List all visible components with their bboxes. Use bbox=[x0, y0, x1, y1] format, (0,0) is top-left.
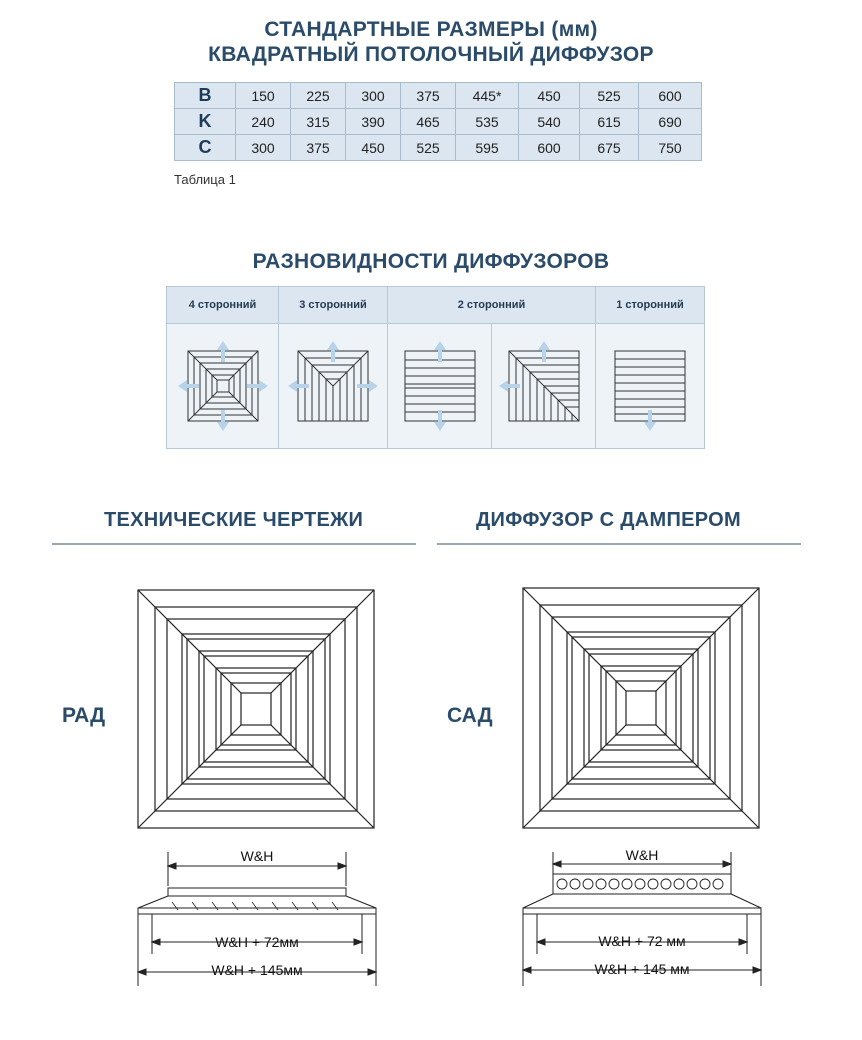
sizes-table: B 150 225 300 375 445* 450 525 600 K 240… bbox=[174, 82, 702, 161]
model-label-sad: САД bbox=[447, 704, 493, 727]
table-cell: 300 bbox=[235, 134, 291, 161]
table-cell: 750 bbox=[638, 134, 702, 161]
table-row: B 150 225 300 375 445* 450 525 600 bbox=[174, 82, 702, 109]
four-way-diffuser-icon bbox=[166, 323, 279, 449]
drawings-divider bbox=[52, 543, 416, 545]
table-cell: 375 bbox=[400, 82, 456, 109]
table-cell: 595 bbox=[455, 134, 519, 161]
types-title: РАЗНОВИДНОСТИ ДИФФУЗОРОВ bbox=[252, 250, 610, 273]
table-cell: 240 bbox=[235, 108, 291, 135]
drawings-title: ТЕХНИЧЕСКИЕ ЧЕРТЕЖИ bbox=[104, 509, 364, 531]
type-header-4: 4 сторонний bbox=[166, 286, 279, 324]
row-label: B bbox=[174, 82, 236, 109]
rad-dim-width: W&H bbox=[240, 848, 274, 864]
table-caption: Таблица 1 bbox=[174, 172, 236, 187]
table-cell: 690 bbox=[638, 108, 702, 135]
one-way-diffuser-icon bbox=[595, 323, 705, 449]
table-cell: 375 bbox=[290, 134, 346, 161]
table-cell: 315 bbox=[290, 108, 346, 135]
table-cell: 525 bbox=[579, 82, 639, 109]
two-way-corner-diffuser-icon bbox=[491, 323, 596, 449]
rad-side-drawing bbox=[136, 852, 378, 986]
type-header-1: 1 сторонний bbox=[595, 286, 705, 324]
row-label: C bbox=[174, 134, 236, 161]
table-cell: 525 bbox=[400, 134, 456, 161]
table-cell: 465 bbox=[400, 108, 456, 135]
three-way-diffuser-icon bbox=[278, 323, 388, 449]
table-cell: 450 bbox=[345, 134, 401, 161]
sad-dim-width-72: W&H + 72 мм bbox=[598, 933, 686, 949]
sad-dim-width-145: W&H + 145 мм bbox=[594, 961, 690, 977]
damper-title: ДИФФУЗОР С ДАМПЕРОМ bbox=[476, 509, 741, 531]
page-title-line1: СТАНДАРТНЫЕ РАЗМЕРЫ (мм) bbox=[264, 18, 598, 41]
table-cell: 600 bbox=[518, 134, 580, 161]
table-cell: 450 bbox=[518, 82, 580, 109]
table-cell: 540 bbox=[518, 108, 580, 135]
table-cell: 600 bbox=[638, 82, 702, 109]
diffuser-types-table: 4 сторонний 3 сторонний 2 сторонний 1 ст… bbox=[166, 286, 705, 449]
table-cell: 615 bbox=[579, 108, 639, 135]
rad-dim-width-72: W&H + 72мм bbox=[215, 934, 299, 950]
sad-dim-width: W&H bbox=[625, 847, 659, 863]
table-cell: 675 bbox=[579, 134, 639, 161]
table-cell: 445* bbox=[455, 82, 519, 109]
table-cell: 535 bbox=[455, 108, 519, 135]
table-cell: 150 bbox=[235, 82, 291, 109]
table-row: K 240 315 390 465 535 540 615 690 bbox=[174, 108, 702, 135]
page-title-line2: КВАДРАТНЫЙ ПОТОЛОЧНЫЙ ДИФФУЗОР bbox=[208, 43, 654, 66]
table-cell: 300 bbox=[345, 82, 401, 109]
row-label: K bbox=[174, 108, 236, 135]
table-cell: 225 bbox=[290, 82, 346, 109]
sad-front-drawing bbox=[522, 587, 760, 829]
table-cell: 390 bbox=[345, 108, 401, 135]
type-header-3: 3 сторонний bbox=[278, 286, 388, 324]
damper-divider bbox=[437, 543, 801, 545]
table-row: C 300 375 450 525 595 600 675 750 bbox=[174, 134, 702, 161]
rad-front-drawing bbox=[137, 589, 375, 829]
rad-dim-width-145: W&H + 145мм bbox=[211, 962, 303, 978]
type-header-2: 2 сторонний bbox=[387, 286, 596, 324]
sad-side-drawing bbox=[521, 852, 763, 986]
model-label-rad: РАД bbox=[62, 704, 106, 727]
two-way-straight-diffuser-icon bbox=[387, 323, 492, 449]
